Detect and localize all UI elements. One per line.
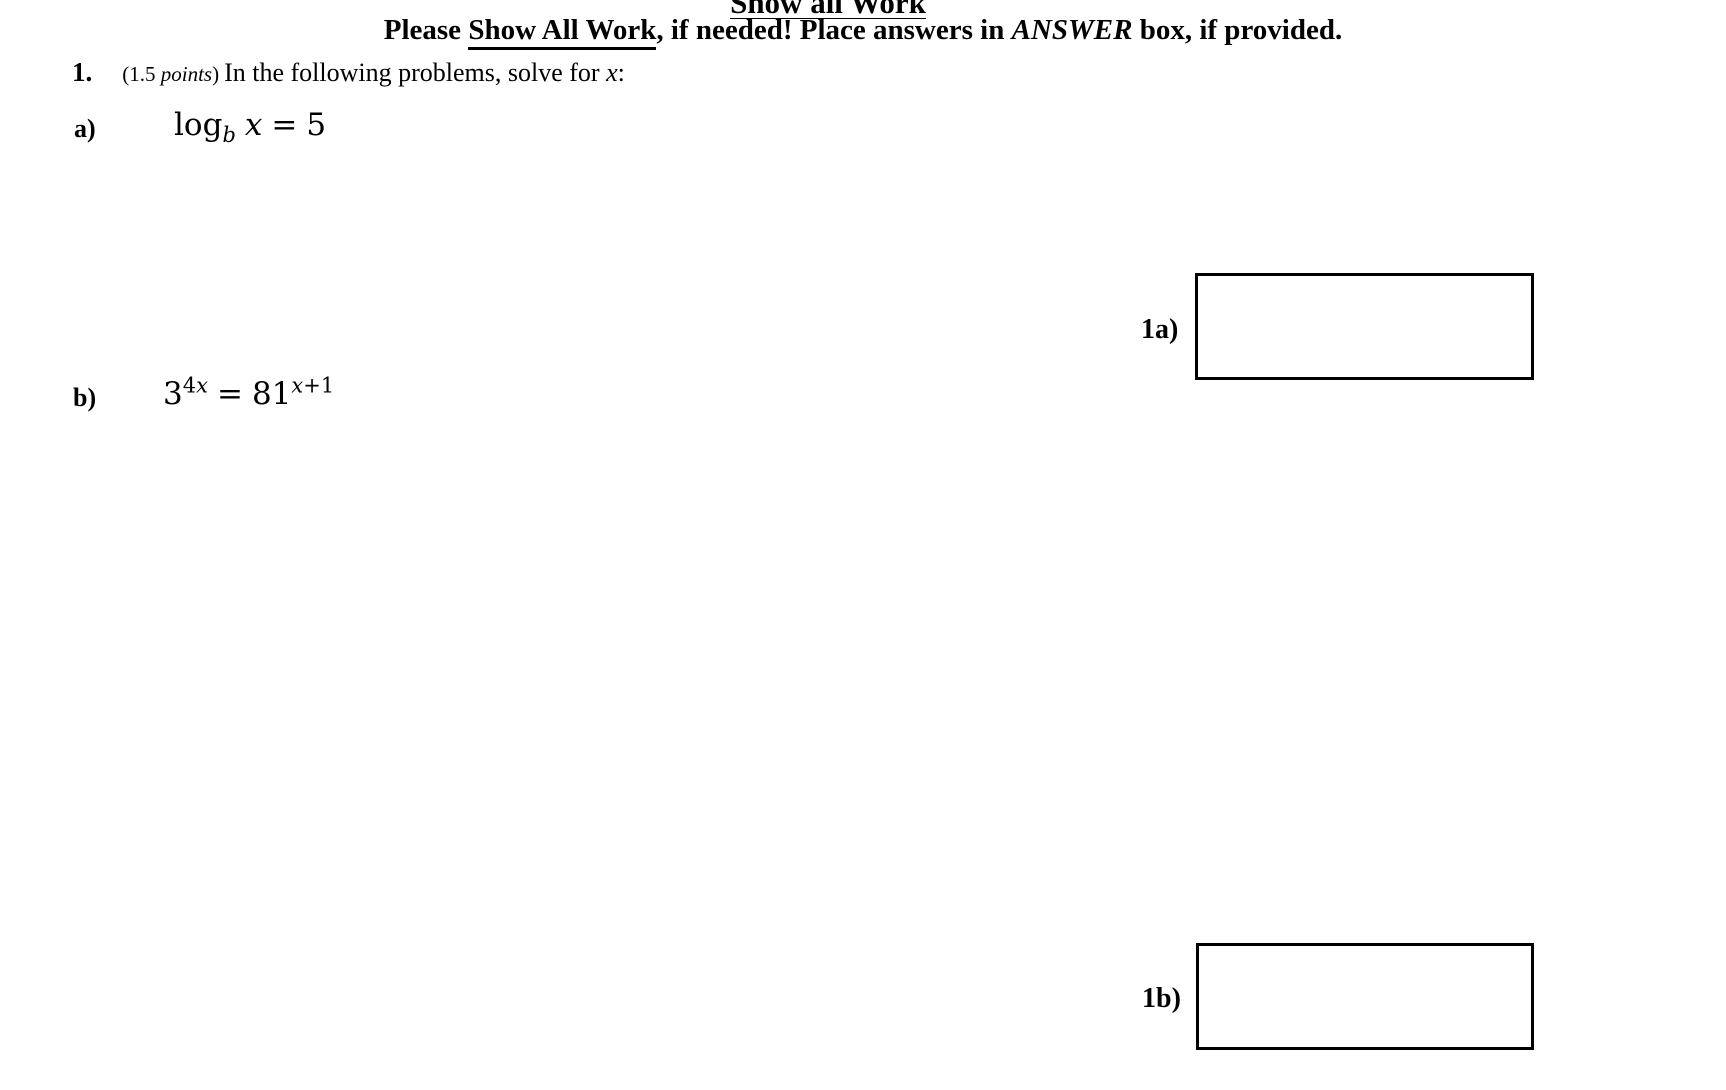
prompt-text: In the following problems, solve for bbox=[224, 58, 607, 87]
equation-b-lhs-exponent: 4x bbox=[183, 374, 208, 398]
points-note-word: points bbox=[160, 62, 213, 86]
cut-off-title: Show all Work bbox=[0, 0, 1726, 19]
cut-off-title-text: Show all Work bbox=[730, 0, 926, 19]
rhs-exponent-variable: x bbox=[291, 373, 304, 398]
equation-b-equals-sign: = bbox=[216, 376, 243, 412]
problem-number: 1. bbox=[72, 57, 93, 87]
log-base-subscript: b bbox=[222, 123, 236, 148]
instructions-suffix: box, if provided. bbox=[1132, 14, 1343, 46]
instructions-line: Please Show All Work, if needed! Place a… bbox=[0, 14, 1726, 50]
answer-label-1a: 1a) bbox=[1141, 314, 1179, 345]
equation-a-equals-sign: = bbox=[271, 107, 298, 143]
instructions-middle: , if needed! Place answers in bbox=[656, 14, 1012, 46]
equation-b: 34x=81x+1 bbox=[163, 374, 334, 412]
part-a-label: a) bbox=[74, 114, 96, 143]
lhs-exponent-coefficient: 4 bbox=[182, 373, 197, 398]
problem-statement: 1. (1.5 points)In the following problems,… bbox=[72, 57, 625, 88]
lhs-exponent-variable: x bbox=[196, 373, 208, 398]
problem-prompt: In the following problems, solve for x: bbox=[224, 58, 625, 87]
part-b-label: b) bbox=[73, 383, 97, 412]
equation-b-rhs-base: 81 bbox=[251, 376, 292, 412]
answer-box-1b[interactable] bbox=[1196, 943, 1534, 1050]
prompt-terminator: : bbox=[617, 58, 625, 87]
equation-b-lhs-base: 3 bbox=[163, 376, 183, 412]
equation-a-value: 5 bbox=[306, 107, 327, 143]
points-note-close: ) bbox=[212, 62, 220, 86]
prompt-variable: x bbox=[606, 58, 618, 87]
points-note: (1.5 points) bbox=[122, 62, 219, 86]
equation-a-variable: x bbox=[244, 107, 263, 143]
instructions-prefix: Please bbox=[383, 14, 469, 46]
answer-label-1b: 1b) bbox=[1142, 983, 1181, 1014]
log-function: log bbox=[174, 107, 223, 143]
instructions-answer-word: ANSWER bbox=[1011, 14, 1133, 46]
equation-b-rhs-exponent: x+1 bbox=[291, 374, 334, 398]
rhs-exponent-offset: +1 bbox=[303, 373, 335, 398]
points-note-open: (1.5 bbox=[122, 62, 161, 86]
instructions-underlined: Show All Work bbox=[468, 14, 657, 50]
answer-box-1a[interactable] bbox=[1195, 273, 1534, 380]
